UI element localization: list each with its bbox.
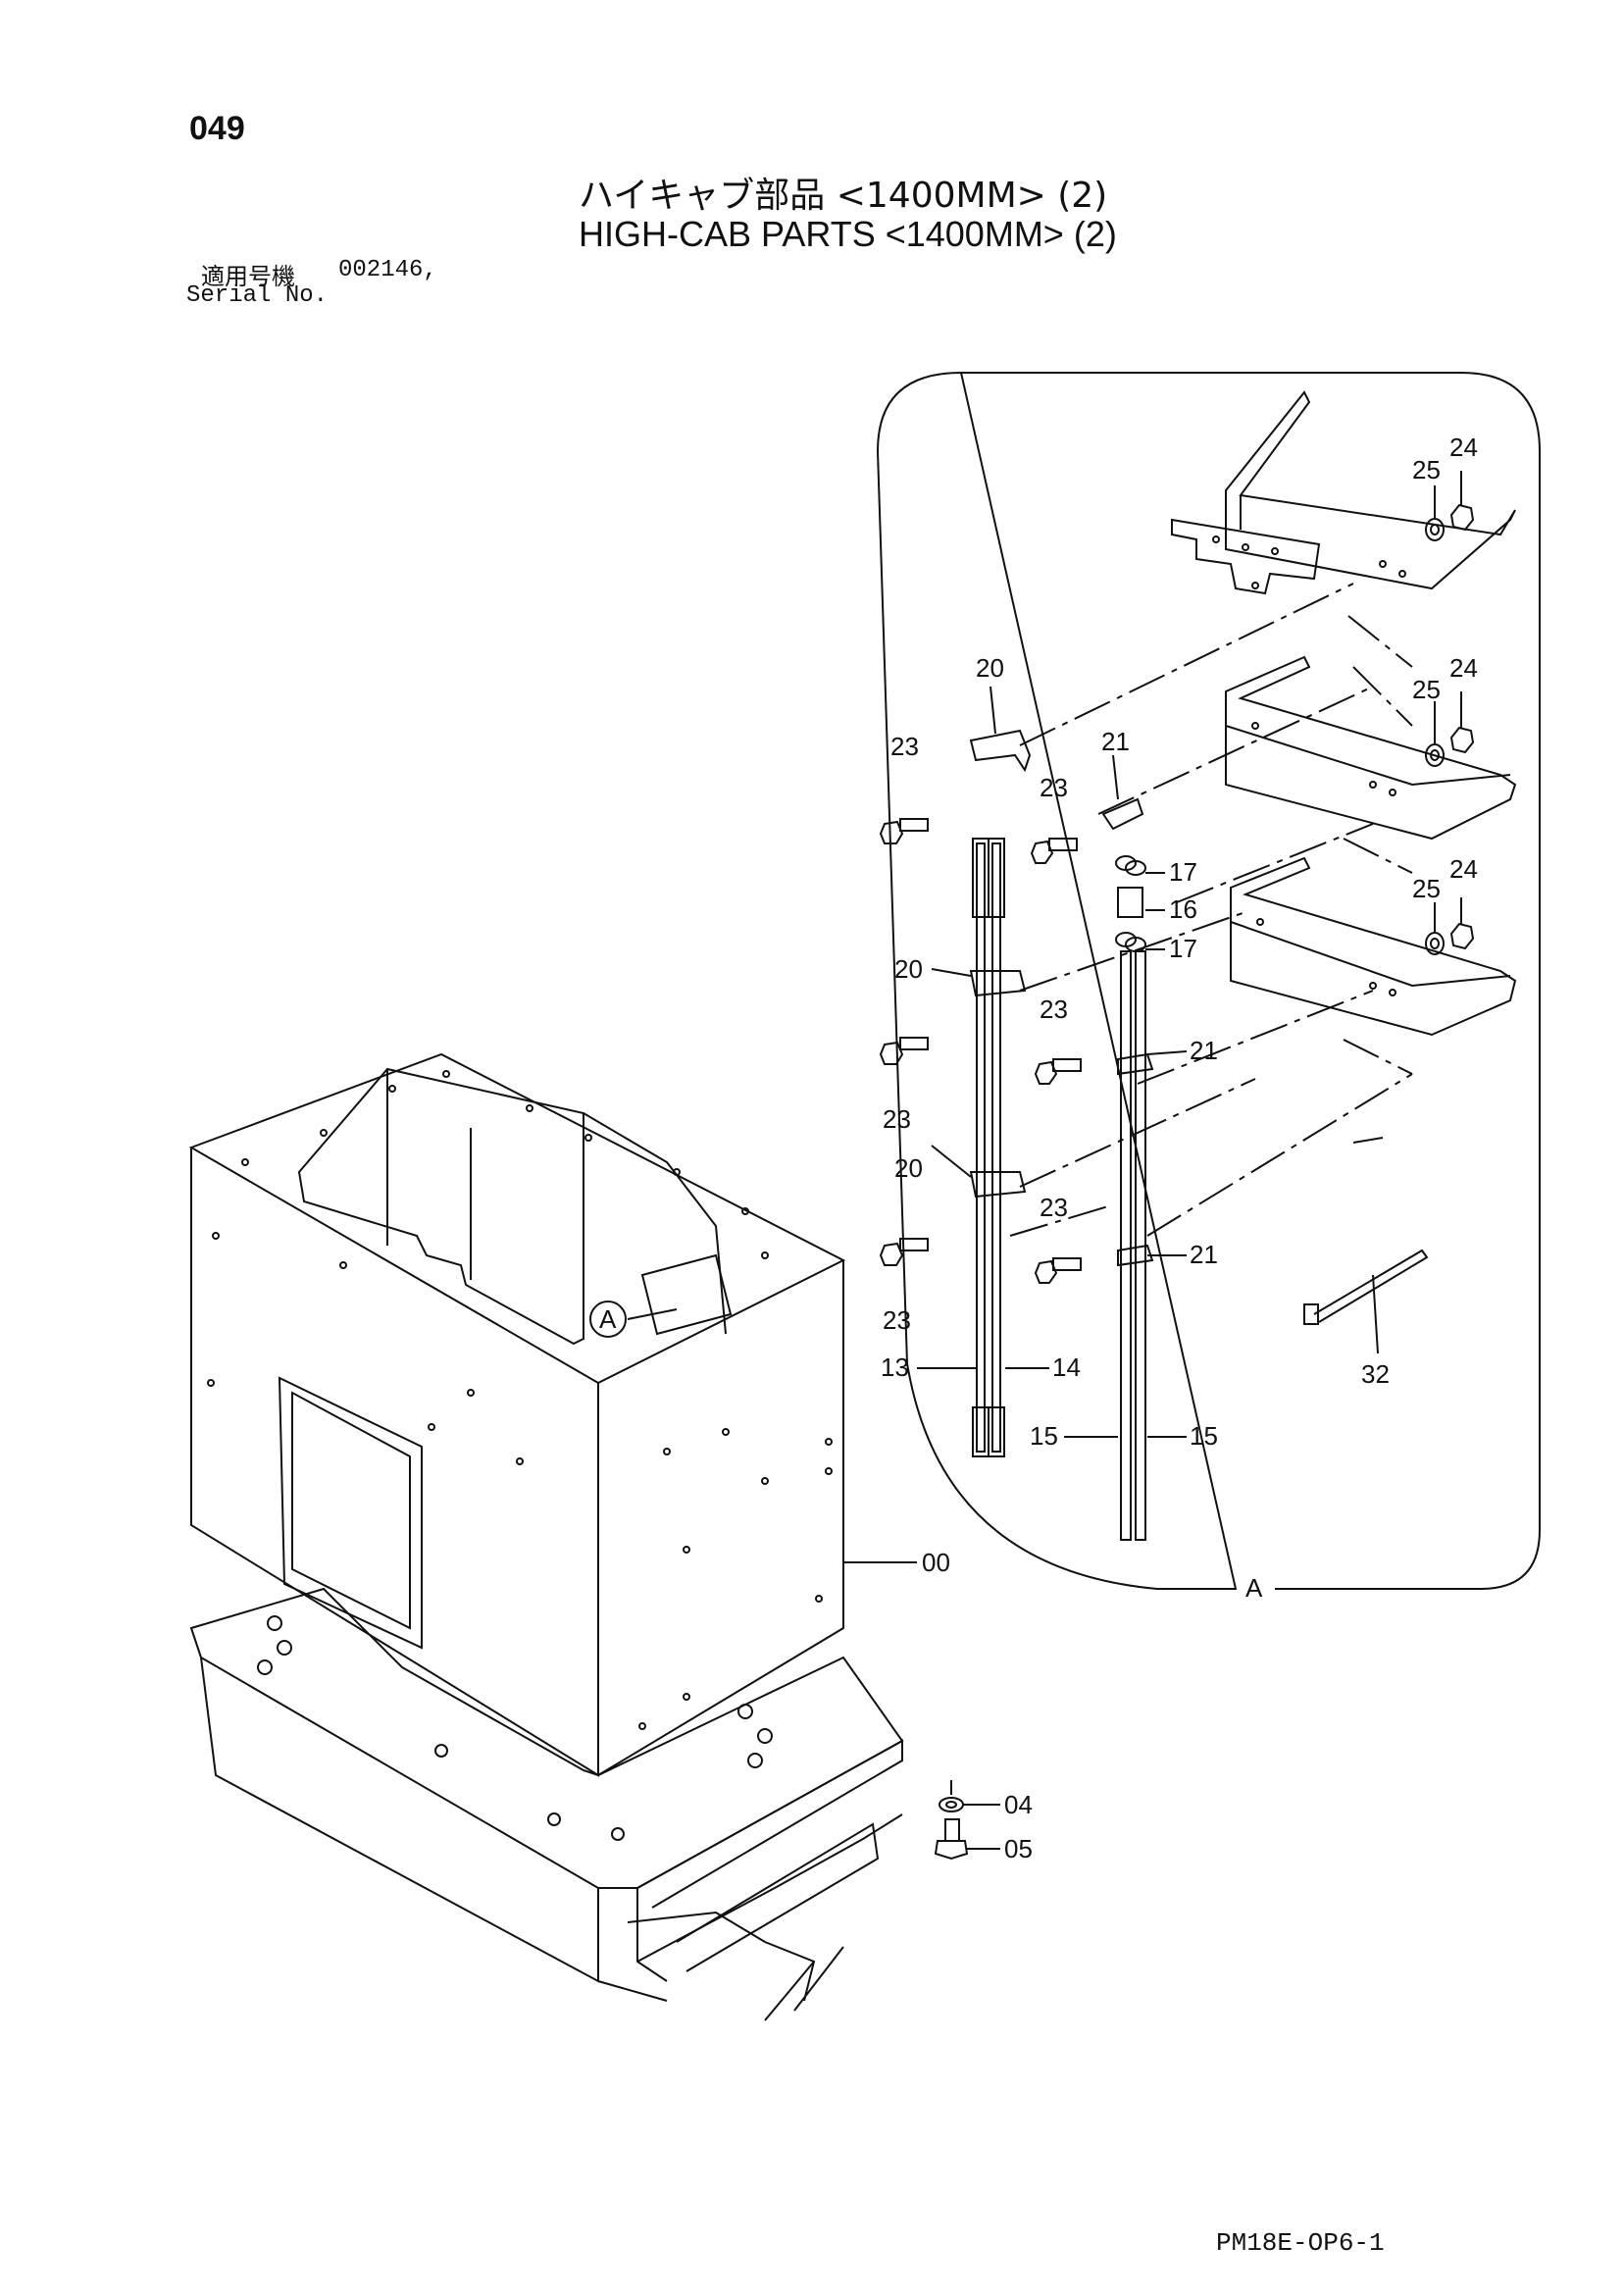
callout-15-right: 15 — [1190, 1421, 1218, 1451]
bolt-05 — [934, 1818, 969, 1861]
callout-23-middle-right: 23 — [1040, 995, 1068, 1024]
callout-17-lower: 17 — [1169, 934, 1197, 963]
callout-24-upper: 24 — [1449, 433, 1478, 462]
callout-24-lower: 24 — [1449, 854, 1478, 884]
callout-25-lower: 25 — [1412, 874, 1441, 903]
page-number: 049 — [189, 110, 245, 147]
base-frame — [189, 1587, 904, 2021]
callout-25-middle: 25 — [1412, 675, 1441, 704]
serial-label-english: Serial No. — [186, 282, 329, 309]
callout-16: 16 — [1169, 894, 1197, 924]
detail-a-frame — [876, 371, 1541, 1590]
serial-label-japanese: 適用号機 — [201, 263, 295, 290]
callout-20-middle: 20 — [894, 954, 923, 984]
callout-a-detail: A — [1245, 1573, 1263, 1603]
callout-20-lower: 20 — [894, 1153, 923, 1183]
callout-20-top: 20 — [976, 653, 1004, 683]
cable-tie — [1303, 1249, 1429, 1325]
callout-21-middle: 21 — [1190, 1036, 1218, 1065]
callout-21-top: 21 — [1101, 727, 1130, 756]
document-code: PM18E-OP6-1 — [1216, 2228, 1385, 2258]
callout-23-lower-left: 23 — [883, 1305, 911, 1335]
callout-05: 05 — [1004, 1834, 1033, 1863]
callout-23-lower-right: 23 — [1040, 1193, 1068, 1222]
callout-a-marker: A — [599, 1304, 617, 1334]
title-english: HIGH-CAB PARTS <1400MM> (2) — [579, 214, 1117, 254]
detail-a-marker — [589, 1253, 733, 1338]
cab-box — [188, 1052, 846, 1777]
callout-00: 00 — [922, 1548, 950, 1577]
callout-23-top-right: 23 — [1040, 773, 1068, 802]
serial-value: 002146, — [338, 257, 437, 283]
fittings — [1115, 855, 1146, 952]
bolts — [879, 818, 1082, 1284]
lower-bracket — [1230, 856, 1517, 1037]
clamp-top — [969, 729, 1032, 773]
title-japanese: ハイキャブ部品 <1400MM> (2) — [579, 176, 1108, 216]
callout-14: 14 — [1052, 1352, 1081, 1382]
middle-bracket — [1225, 655, 1517, 841]
callout-13: 13 — [881, 1352, 909, 1382]
callout-23-middle-left: 23 — [883, 1104, 911, 1134]
clamp-21-top — [1101, 797, 1144, 831]
callout-04: 04 — [1004, 1790, 1033, 1819]
callout-23-top-left: 23 — [890, 732, 919, 761]
washer-nut-set — [1425, 503, 1475, 955]
hose-pair-left — [969, 838, 1027, 1457]
alignment-lines — [1009, 583, 1413, 1237]
tube-pair-right — [1117, 950, 1154, 1541]
washer-04 — [939, 1797, 964, 1812]
callout-17-upper: 17 — [1169, 857, 1197, 887]
callout-32: 32 — [1361, 1359, 1390, 1389]
main-leader-lines — [843, 1561, 1000, 1850]
callout-25-upper: 25 — [1412, 455, 1441, 485]
callout-15-left: 15 — [1030, 1421, 1058, 1451]
callout-24-middle: 24 — [1449, 653, 1478, 683]
leader-lines — [917, 471, 1462, 1438]
upper-bracket — [1171, 390, 1516, 595]
callout-21-lower: 21 — [1190, 1240, 1218, 1269]
